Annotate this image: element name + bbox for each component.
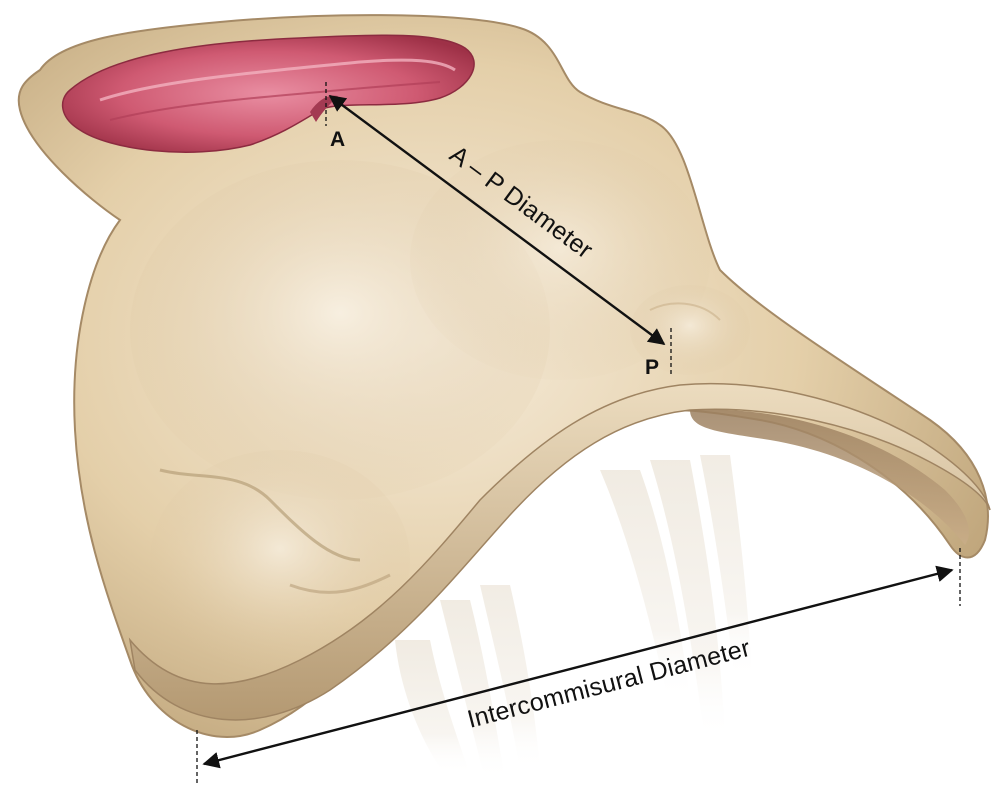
label-posterior: P [645,356,659,379]
label-anterior: A [330,128,345,151]
